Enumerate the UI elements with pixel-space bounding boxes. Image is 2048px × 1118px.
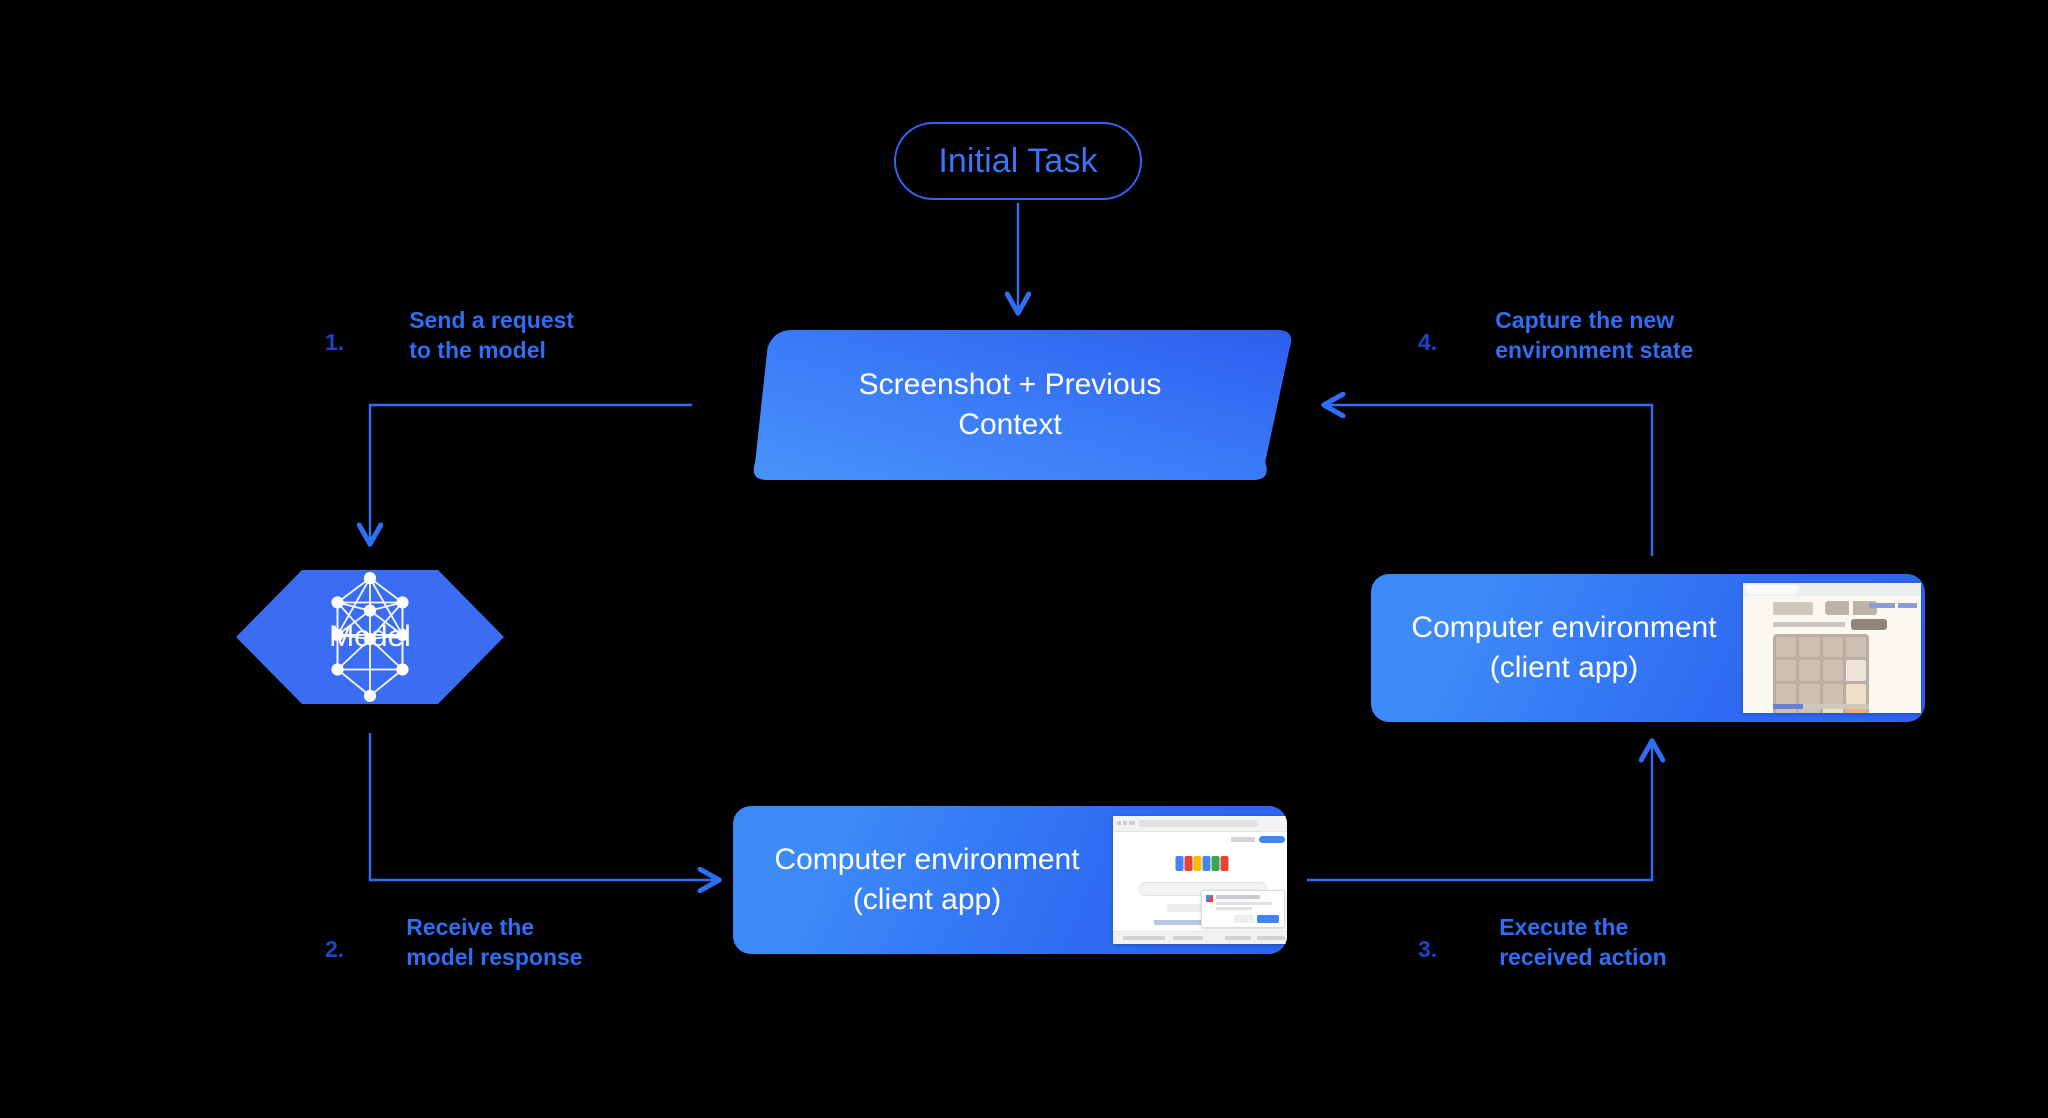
tile — [1776, 660, 1797, 681]
model-node-shape — [236, 570, 504, 704]
model-node[interactable]: Model — [236, 570, 504, 704]
wire-client-bottom-to-client-right — [1307, 742, 1652, 882]
page-footer-mini — [1113, 931, 1287, 944]
step-3-annotation: 3. Execute the received action — [1418, 912, 1667, 972]
step-3-text: Execute the received action — [1499, 914, 1667, 970]
client-app-right-label: Computer environment (client app) — [1389, 608, 1739, 688]
tile — [1845, 637, 1866, 658]
step-1-number: 1. — [325, 329, 345, 355]
client-app-bottom-label: Computer environment (client app) — [747, 840, 1107, 920]
search-button-mini — [1167, 904, 1201, 912]
initial-task-node[interactable]: Initial Task — [894, 122, 1142, 200]
browser-tab-2048 — [1746, 585, 1798, 594]
context-node-shape — [753, 330, 1292, 480]
game-title-mini — [1773, 602, 1813, 615]
dialog-primary-button — [1257, 915, 1279, 923]
dialog-popup-mini — [1201, 890, 1285, 928]
tile — [1799, 706, 1820, 713]
dialog-icon — [1206, 895, 1213, 902]
dialog-title — [1216, 895, 1260, 899]
client-app-bottom-line2: (client app) — [852, 883, 1002, 916]
game-page-body — [1743, 596, 1921, 713]
tile — [1845, 660, 1866, 681]
client-app-right-line1: Computer environment — [1411, 611, 1717, 644]
dialog-text-line1 — [1216, 902, 1272, 905]
tile — [1776, 637, 1797, 658]
signin-button-mini — [1259, 836, 1285, 843]
tile — [1776, 706, 1797, 713]
client-app-right-node[interactable]: Computer environment (client app) — [1371, 574, 1925, 722]
wire-model-to-client-bottom — [368, 733, 718, 880]
game-footer-mini — [1773, 704, 1869, 709]
game-subtitle-mini — [1773, 622, 1845, 627]
header-links — [1231, 837, 1255, 842]
context-node[interactable]: Screenshot + Previous Context — [700, 330, 1320, 480]
game-header-links — [1869, 603, 1917, 608]
step-3-number: 3. — [1418, 936, 1438, 962]
tile — [1799, 637, 1820, 658]
score-boxes-mini — [1825, 601, 1877, 615]
wire-context-to-model — [370, 403, 692, 543]
step-2-annotation: 2. Receive the model response — [325, 912, 583, 972]
google-search-thumbnail — [1113, 816, 1287, 944]
client-app-bottom-line1: Computer environment — [774, 843, 1080, 876]
google-logo-mini — [1175, 854, 1229, 871]
tile — [1822, 706, 1843, 713]
client-app-right-line2: (client app) — [1489, 651, 1639, 684]
browser-tab-strip — [1117, 821, 1135, 825]
browser-url-bar — [1138, 820, 1258, 827]
client-app-bottom-node[interactable]: Computer environment (client app) — [733, 806, 1287, 954]
step-2-text: Receive the model response — [406, 914, 583, 970]
tile — [1822, 683, 1843, 704]
tile — [1845, 683, 1866, 704]
step-4-annotation: 4. Capture the new environment state — [1418, 305, 1693, 365]
initial-task-label: Initial Task — [938, 141, 1098, 180]
step-4-number: 4. — [1418, 329, 1438, 355]
new-game-button-mini — [1851, 619, 1887, 630]
tile — [1799, 660, 1820, 681]
tile — [1845, 706, 1866, 713]
dialog-secondary-button — [1234, 915, 1254, 923]
tile — [1776, 683, 1797, 704]
step-1-annotation: 1. Send a request to the model — [325, 305, 574, 365]
step-2-number: 2. — [325, 936, 345, 962]
dialog-text-line2 — [1216, 907, 1252, 910]
game-grid — [1773, 634, 1869, 713]
tile — [1822, 637, 1843, 658]
wire-client-right-to-context — [1325, 405, 1654, 556]
game-2048-thumbnail — [1743, 583, 1921, 713]
tile — [1799, 683, 1820, 704]
step-4-text: Capture the new environment state — [1495, 307, 1694, 363]
step-1-text: Send a request to the model — [409, 307, 575, 363]
tile — [1822, 660, 1843, 681]
